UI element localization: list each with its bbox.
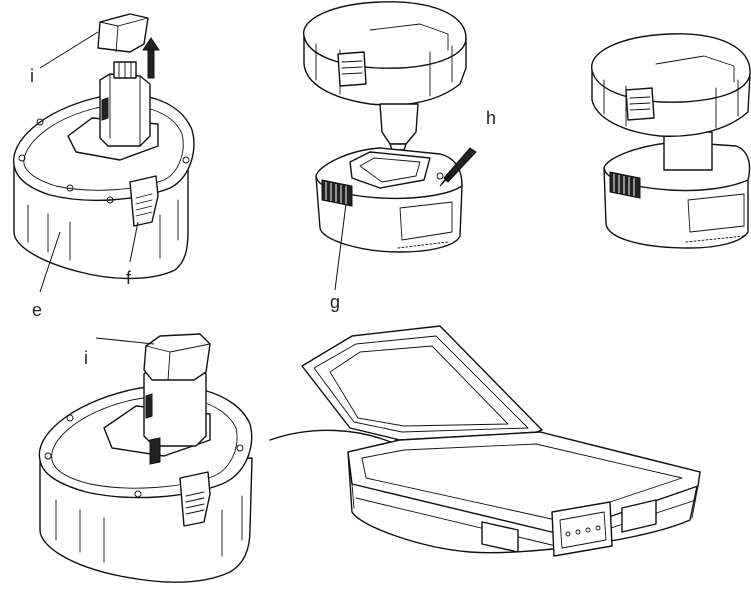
callout-g: g [330,292,340,312]
callout-i-top: i [30,66,34,86]
callout-f: f [126,268,132,288]
callout-e: e [32,300,42,320]
charger-icon [315,147,463,253]
callout-h: h [486,108,496,128]
lift-arrow-icon [142,37,160,79]
battery-pack-inverted-icon [303,1,467,151]
battery-pack-bottom-left-icon [38,333,253,583]
storage-case-icon [301,325,701,557]
battery-on-charger-icon [591,33,751,249]
terminal-cap-icon [97,13,149,53]
callout-i-bottom: i [84,348,88,368]
battery-pack-top-left-icon [13,61,195,280]
